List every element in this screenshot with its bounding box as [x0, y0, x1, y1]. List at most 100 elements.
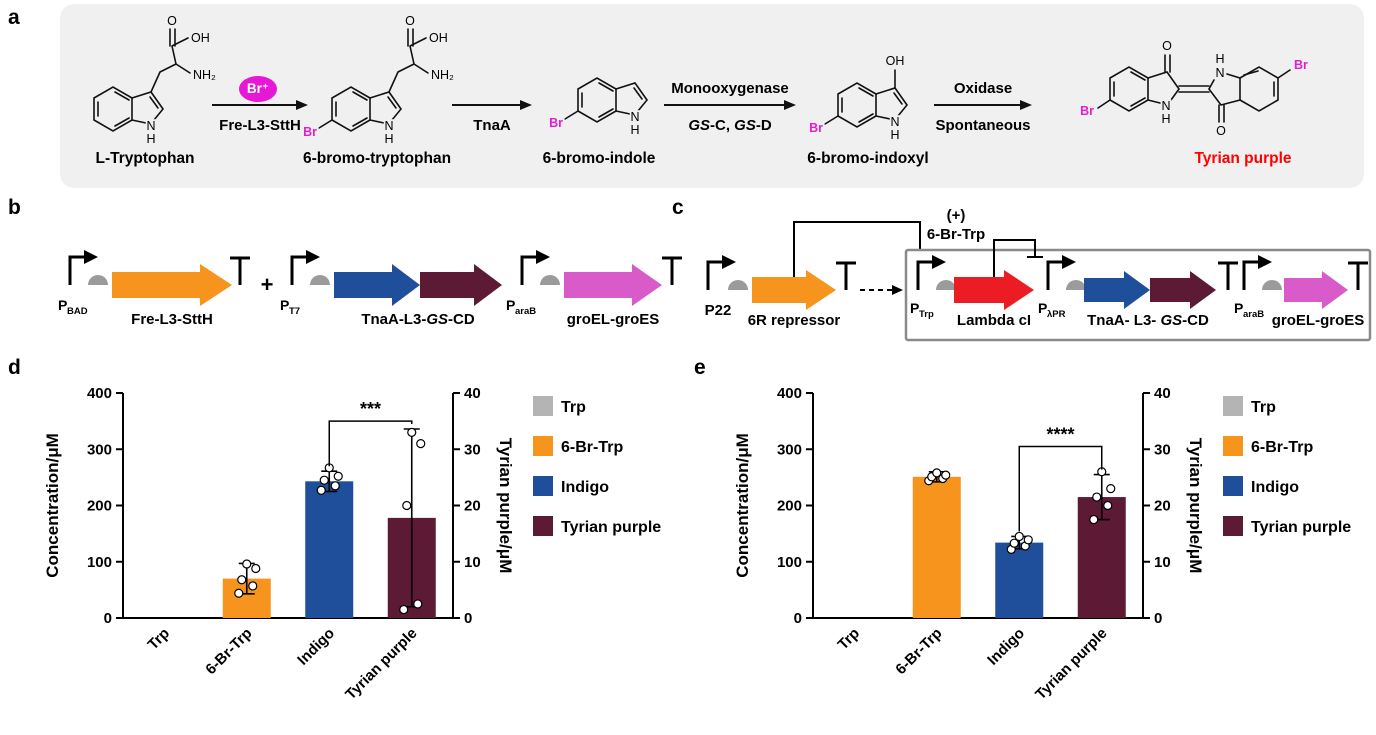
reaction-arrow-2	[452, 100, 532, 110]
label-spontaneous: Spontaneous	[935, 117, 1031, 134]
indole-skeleton	[824, 69, 909, 128]
rbs	[540, 275, 560, 285]
data-point	[941, 470, 951, 480]
x-tick-label: Indigo	[294, 625, 338, 669]
data-point	[234, 588, 244, 598]
promoter-sublabel: Trp	[919, 309, 934, 320]
molecule-l-tryptophan: O OH NH₂ N H	[93, 12, 218, 148]
indole-skeleton	[564, 77, 649, 123]
compound-name-tyrian-purple: Tyrian purple	[1194, 150, 1292, 167]
atom-o: O	[405, 14, 415, 28]
y-tick-label-right: 10	[464, 554, 481, 571]
data-point	[1023, 535, 1033, 545]
y-tick-label-right: 20	[1154, 498, 1171, 515]
enzyme-label-tnaa: TnaA	[473, 117, 511, 134]
atom-o: O	[1162, 39, 1172, 53]
terminator	[228, 256, 252, 287]
promoter-sublabel: λPR	[1047, 309, 1066, 320]
gene-label-part: -CD	[448, 311, 475, 328]
bar-Indigo	[305, 481, 354, 618]
pathway-panel	[60, 4, 1364, 188]
construct-b: P BAD Fre-L3-SttH + P T7 TnaA-L3-GS-CD P…	[58, 248, 684, 328]
gene-arrow-tnaa	[334, 264, 420, 306]
atom-br: Br	[1080, 104, 1094, 118]
legend-swatch	[533, 436, 553, 456]
construct-c: P22 6R repressor (+) 6-Br-Trp P Trp Lamb…	[705, 207, 1372, 342]
x-tick-label: 6-Br-Trp	[202, 625, 255, 678]
enzyme-label-monooxygenase: Monooxygenase	[671, 80, 789, 97]
y-tick-label-right: 40	[1154, 385, 1171, 402]
legend-swatch	[1223, 516, 1243, 536]
y-tick-label-left: 0	[104, 610, 112, 627]
atom-n: N	[1161, 99, 1170, 113]
gene-label-lambda-ci: Lambda cI	[957, 312, 1031, 329]
atom-o: O	[167, 14, 177, 28]
data-point	[1092, 492, 1102, 502]
gs-mid: -C,	[710, 117, 735, 134]
atom-h: H	[384, 132, 393, 146]
atom-br: Br	[809, 121, 823, 135]
bar-6-Br-Trp	[912, 476, 961, 618]
dibromoindigo-skeleton	[1097, 54, 1291, 123]
legend-label: Indigo	[561, 479, 609, 496]
data-point	[402, 500, 412, 511]
gene-label-gs: GS	[1160, 312, 1182, 329]
promoter-sublabel: BAD	[67, 306, 88, 317]
y-tick-label-left: 200	[777, 498, 802, 515]
gene-label-tnaa-l3-gs-cd: TnaA- L3- GS-CD	[1087, 312, 1209, 329]
terminator	[660, 256, 684, 287]
signal-label-6-br-trp: 6-Br-Trp	[927, 226, 985, 243]
gs-italic: GS	[734, 117, 756, 134]
gs-end: -D	[755, 117, 772, 134]
atom-h: H	[630, 123, 639, 137]
y-tick-label-left: 400	[777, 385, 802, 402]
legend-label: 6-Br-Trp	[1251, 439, 1313, 456]
rbs	[88, 275, 108, 285]
atom-h: H	[1215, 52, 1224, 66]
enzyme-label-oxidase: Oxidase	[953, 80, 1013, 97]
significance-bracket	[1018, 445, 1103, 532]
gene-arrow-groel-groes	[564, 264, 662, 306]
atom-h: H	[890, 128, 899, 142]
atom-br: Br	[1294, 58, 1308, 72]
data-point	[242, 559, 252, 569]
atom-n: N	[630, 110, 639, 124]
atom-n: N	[890, 115, 899, 129]
rbs	[728, 280, 748, 290]
terminator	[834, 261, 858, 292]
y-tick-label-right: 0	[1154, 610, 1162, 627]
promoter-label-p22: P22	[705, 302, 732, 319]
x-tick-label: Trp	[145, 625, 174, 654]
data-point	[248, 581, 258, 591]
molecule-6-bromo-indoxyl: OH N H Br	[807, 52, 909, 144]
promoter-label: P	[1038, 300, 1047, 316]
atom-nh2: NH₂	[431, 68, 454, 82]
right-axis-title: Tyrian purple/μM	[1186, 438, 1205, 574]
right-axis-title: Tyrian purple/μM	[496, 438, 515, 574]
atom-n: N	[1215, 66, 1224, 80]
promoter-sublabel: T7	[289, 306, 300, 317]
gene-arrow-groel-groes	[1284, 271, 1348, 309]
data-point	[1103, 500, 1113, 511]
significance-bracket	[328, 420, 413, 467]
atom-oh: OH	[429, 31, 448, 45]
gs-italic: GS	[688, 117, 710, 134]
molecule-6-bromo-tryptophan: O OH NH₂ N H Br	[301, 12, 455, 148]
panel-label-a: a	[8, 6, 20, 29]
significance-stars: ***	[360, 399, 381, 419]
atom-oh: OH	[191, 31, 210, 45]
data-point	[1106, 484, 1116, 494]
gene-label-gs: GS	[426, 311, 448, 328]
reaction-arrow-3	[664, 100, 796, 110]
rbs	[1262, 280, 1282, 290]
rbs	[1066, 280, 1086, 290]
indole-skeleton	[318, 28, 429, 132]
gene-label-groel-groes: groEL-groES	[567, 311, 660, 328]
atom-o: O	[1216, 124, 1226, 138]
legend-swatch	[1223, 436, 1243, 456]
indole-skeleton	[93, 28, 191, 132]
data-point	[333, 471, 343, 481]
data-point	[330, 481, 340, 491]
